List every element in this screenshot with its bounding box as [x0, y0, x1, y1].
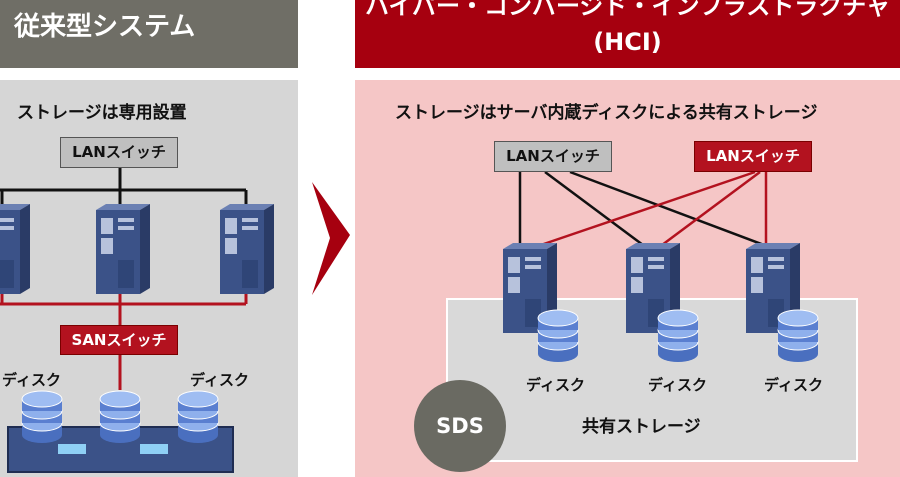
- left-disk-3: [177, 390, 219, 444]
- right-header-bar: [355, 0, 900, 68]
- right-black-links: [518, 170, 773, 250]
- shared-storage-label: 共有ストレージ: [582, 417, 701, 437]
- left-server-2: [96, 204, 150, 294]
- right-title: ハイパー・コンバージド・インフラストラクチャ (HCI): [355, 0, 900, 60]
- storage-slot-2: [140, 444, 168, 454]
- left-header-bar: [0, 0, 298, 68]
- right-lan-switch-1: LANスイッチ: [494, 141, 612, 172]
- transition-arrow: [312, 182, 350, 295]
- left-disk-label-1: ディスク: [2, 371, 61, 389]
- left-disk-1: [21, 390, 63, 444]
- right-title-line2: (HCI): [593, 28, 662, 56]
- right-red-links: [531, 170, 768, 250]
- left-lan-links: [0, 168, 248, 206]
- right-disk-label-2: ディスク: [648, 376, 707, 394]
- left-subtitle: ストレージは専用設置: [17, 103, 187, 123]
- sds-badge: SDS: [414, 380, 506, 472]
- left-server-1: [0, 204, 30, 294]
- left-lan-switch: LANスイッチ: [60, 137, 178, 168]
- san-switch: SANスイッチ: [60, 325, 178, 355]
- right-lan-switch-2: LANスイッチ: [694, 141, 812, 172]
- right-disk-3: [777, 309, 819, 363]
- right-disk-label-3: ディスク: [764, 376, 823, 394]
- left-server-3: [220, 204, 274, 294]
- left-disk-label-2: ディスク: [190, 371, 249, 389]
- right-disk-1: [537, 309, 579, 363]
- right-disk-2: [657, 309, 699, 363]
- left-title: 従来型システム: [14, 12, 196, 42]
- storage-slot-1: [58, 444, 86, 454]
- left-disk-2: [99, 390, 141, 444]
- right-disk-label-1: ディスク: [526, 376, 585, 394]
- right-subtitle: ストレージはサーバ内蔵ディスクによる共有ストレージ: [395, 103, 818, 123]
- right-title-line1: ハイパー・コンバージド・インフラストラクチャ: [364, 0, 891, 20]
